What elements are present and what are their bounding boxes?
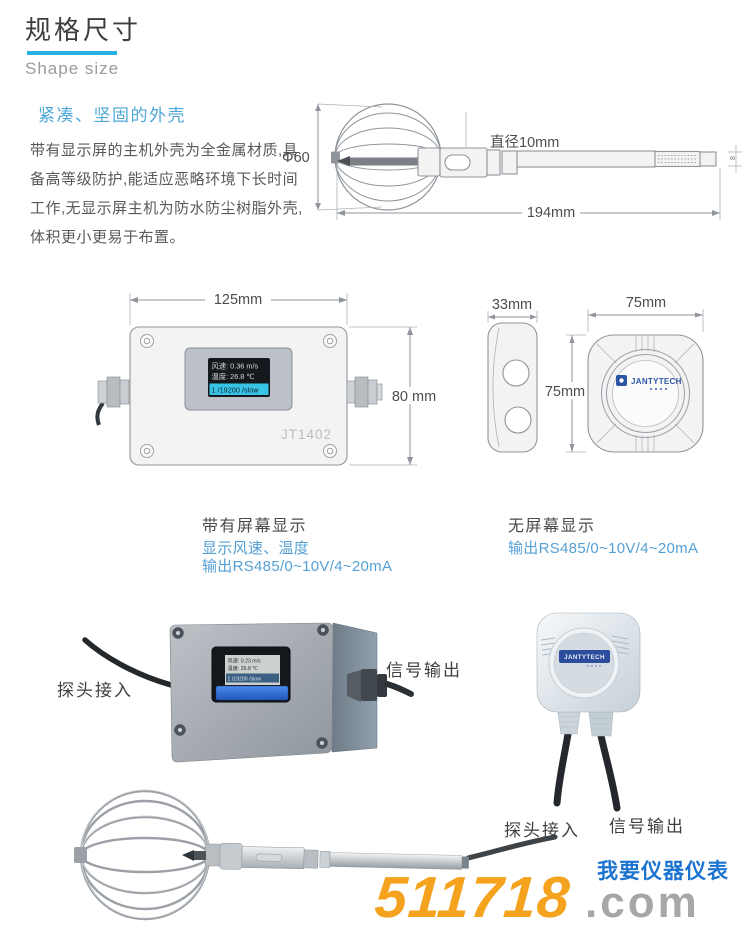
right-cable-gland [346, 376, 383, 408]
logo-mark-icon [619, 378, 624, 383]
caption-with-screen: 带有屏幕显示 显示风速、温度 输出RS485/0~10V/4~20mA [202, 512, 392, 576]
probe-dimension-drawing: Φ60 直径10mm 194mm 8 [282, 103, 742, 221]
dim-box-width-label: 125mm [214, 292, 262, 308]
plastic-signal-cable [597, 732, 621, 812]
intro-heading: 紧凑、坚固的外壳 [38, 106, 186, 125]
dim-shaft-label: 直径10mm [490, 134, 559, 151]
plastic-ribs [540, 635, 630, 656]
display-box-drawing: 125mm 风速: 0.36 m/s 温度: 26.8 ℃ 1 /19200 /… [95, 289, 439, 466]
caption-no-screen-line2: 输出RS485/0~10V/4~20mA [508, 540, 699, 557]
left-cable-gland [95, 376, 130, 426]
plastic-box-signal-label: 信号输出 [609, 817, 685, 836]
dim-sensor-width-label: 75mm [626, 295, 666, 311]
dim-sphere-label: Φ60 [282, 150, 310, 166]
plastic-logo-text: JANTYTECH [564, 654, 605, 661]
screen-line3: 1 /19200 /slow [212, 386, 260, 395]
watermark-suffix: .com [585, 878, 700, 927]
plastic-glands [557, 711, 614, 737]
render-screen-line2: 温度: 26.8 ℃ [228, 664, 259, 672]
probe-render [74, 789, 558, 921]
page-subtitle: Shape size [25, 59, 120, 78]
plastic-box-probe-label: 探头接入 [504, 821, 580, 840]
dim-sensor-depth-label: 33mm [492, 297, 532, 313]
probe-render-cable [465, 834, 558, 861]
sensor-front-view: JANTYTECH [587, 334, 704, 453]
jantytech-logo: JANTYTECH [616, 375, 682, 390]
caption-no-screen-title: 无屏幕显示 [508, 518, 596, 535]
dim-box-height: 80 mm [349, 326, 439, 466]
probe-sensor-tip [337, 156, 418, 166]
render-display-band [215, 685, 289, 701]
caption-with-screen-line3: 输出RS485/0~10V/4~20mA [202, 558, 393, 575]
render-screen-line1: 风速: 0.23 m/s [228, 658, 262, 665]
caption-no-screen: 无屏幕显示 输出RS485/0~10V/4~20mA [508, 512, 698, 558]
dim-shaft-diameter: 直径10mm [465, 112, 559, 151]
probe-render-cage [74, 789, 222, 921]
metal-box-signal-label: 信号输出 [386, 661, 462, 680]
dim-sensor-height: 75mm [544, 334, 586, 453]
dim-box-height-label: 80 mm [392, 389, 436, 405]
watermark-number: 511718 [372, 865, 573, 930]
screen-line2: 温度: 26.8 ℃ [212, 372, 255, 381]
metal-box-render: 风速: 0.23 m/s 温度: 26.8 ℃ 1 /19200 /slow [82, 622, 414, 763]
box-screws [172, 624, 329, 749]
plastic-probe-cable [553, 730, 572, 807]
probe-render-sensor [182, 850, 206, 861]
plastic-box-render: JANTYTECH [536, 612, 641, 812]
probe-render-shaft [219, 842, 470, 870]
render-screen-line3: 1 /19200 /slow [228, 677, 262, 683]
dim-sphere-diameter: Φ60 [282, 103, 383, 211]
dim-length-label: 194mm [527, 205, 575, 221]
screen-line1: 风速: 0.36 m/s [212, 362, 259, 371]
dim-probe-length: 194mm [336, 168, 721, 221]
page-header: 规格尺寸 Shape size [25, 10, 141, 79]
caption-with-screen-line2: 显示风速、温度 [202, 540, 310, 557]
metal-box-probe-label: 探头接入 [57, 681, 133, 700]
dim-tip-label: 8 [730, 156, 737, 160]
probe-cable [82, 637, 174, 688]
plastic-logo: JANTYTECH [559, 650, 610, 667]
sensor-dimension-drawing: 33mm 75mm 75mm [487, 295, 704, 453]
signal-gland [347, 669, 414, 702]
title-underline [27, 51, 117, 55]
probe-shaft-outline [417, 147, 717, 178]
watermark-site-name: 我要仪器仪表 [597, 860, 729, 883]
caption-with-screen-title: 带有屏幕显示 [202, 518, 308, 535]
dim-sensor-width: 75mm [587, 295, 704, 332]
display-screen-text: 风速: 0.36 m/s 温度: 26.8 ℃ 1 /19200 /slow [209, 362, 269, 395]
model-number: JT1402 [281, 427, 332, 442]
dim-sensor-depth: 33mm [487, 297, 538, 323]
dim-tip: 8 [728, 145, 742, 173]
dim-box-width: 125mm [129, 289, 348, 325]
render-screen-text: 风速: 0.23 m/s 温度: 26.8 ℃ 1 /19200 /slow [226, 658, 279, 683]
intro-body: 带有显示屏的主机外壳为全金属材质,具备高等级防护,能适应恶略环境下长时间工作,无… [30, 142, 303, 246]
sensor-side-view [487, 322, 538, 453]
page-title: 规格尺寸 [25, 15, 142, 45]
corner-screws [140, 334, 337, 458]
dim-sensor-height-label: 75mm [545, 384, 585, 400]
screen-highlight-bar [209, 383, 269, 395]
signal-cable [384, 681, 414, 697]
logo-text: JANTYTECH [631, 377, 682, 386]
